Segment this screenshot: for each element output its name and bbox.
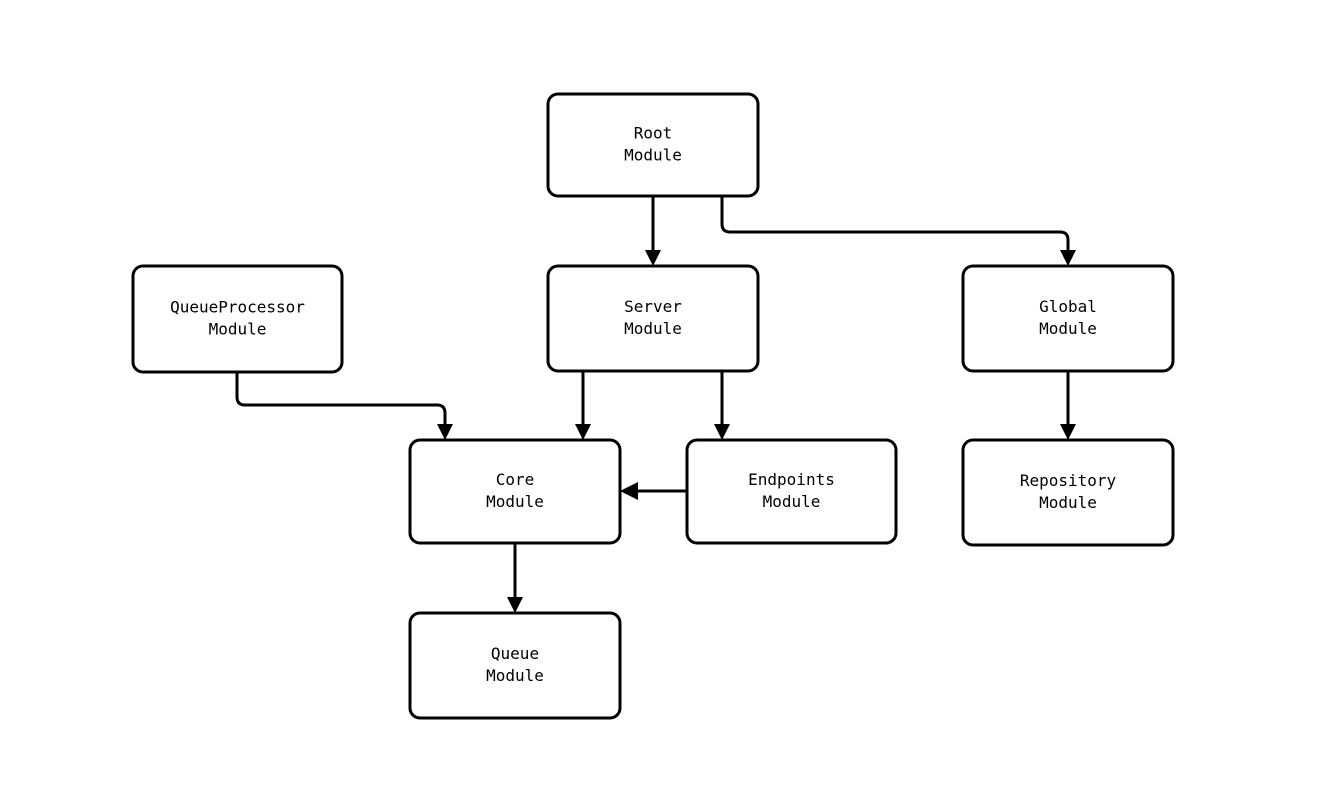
server-module-box[interactable] xyxy=(546,264,760,373)
core-module-label-line2: Module xyxy=(486,492,544,511)
endpoints-module-box[interactable] xyxy=(685,438,898,545)
edge-server-to-core-arrowhead xyxy=(575,424,591,440)
core-module-label-line1: Core xyxy=(496,470,535,489)
endpoints-module-label-line2: Module xyxy=(763,492,821,511)
root-module-box[interactable] xyxy=(546,92,760,198)
node-core-module[interactable]: Core Module xyxy=(408,438,622,545)
edge-global-to-repository-arrowhead xyxy=(1060,424,1076,440)
node-root-module[interactable]: Root Module xyxy=(546,92,760,198)
edge-server-to-core xyxy=(575,371,591,440)
edge-endpoints-to-core xyxy=(620,482,687,500)
queueprocessor-module-box[interactable] xyxy=(131,264,344,374)
node-endpoints-module[interactable]: Endpoints Module xyxy=(685,438,898,545)
node-server-module[interactable]: Server Module xyxy=(546,264,760,373)
server-module-label-line1: Server xyxy=(624,297,682,316)
nodes-layer: Root Module QueueProcessor Module Server… xyxy=(131,92,1175,720)
repository-module-label-line2: Module xyxy=(1039,493,1097,512)
server-module-label-line2: Module xyxy=(624,319,682,338)
edge-root-to-server-arrowhead xyxy=(645,250,661,266)
root-module-label-line1: Root xyxy=(634,124,673,143)
endpoints-module-label-line1: Endpoints xyxy=(748,470,835,489)
node-queueprocessor-module[interactable]: QueueProcessor Module xyxy=(131,264,344,374)
node-global-module[interactable]: Global Module xyxy=(961,264,1175,373)
edge-core-to-queue xyxy=(507,543,523,613)
edge-queueprocessor-to-core xyxy=(235,372,453,440)
queue-module-label-line1: Queue xyxy=(491,644,539,663)
edge-endpoints-to-core-arrowhead xyxy=(620,482,638,500)
queue-module-label-line2: Module xyxy=(486,666,544,685)
edge-queueprocessor-to-core-arrowhead xyxy=(437,424,453,440)
edge-root-to-global xyxy=(720,196,1076,266)
queueprocessor-module-label-line1: QueueProcessor xyxy=(170,298,305,317)
repository-module-box[interactable] xyxy=(961,438,1175,547)
node-queue-module[interactable]: Queue Module xyxy=(408,611,622,720)
core-module-box[interactable] xyxy=(408,438,622,545)
global-module-box[interactable] xyxy=(961,264,1175,373)
edge-root-to-global-line xyxy=(720,196,1070,252)
root-module-label-line2: Module xyxy=(624,146,682,165)
queueprocessor-module-label-line2: Module xyxy=(209,320,267,339)
global-module-label-line1: Global xyxy=(1039,297,1097,316)
queue-module-box[interactable] xyxy=(408,611,622,720)
edge-global-to-repository xyxy=(1060,371,1076,440)
node-repository-module[interactable]: Repository Module xyxy=(961,438,1175,547)
edge-core-to-queue-arrowhead xyxy=(507,597,523,613)
global-module-label-line2: Module xyxy=(1039,319,1097,338)
edges-layer xyxy=(235,196,1076,613)
edge-server-to-endpoints xyxy=(714,371,730,440)
edge-root-to-server xyxy=(645,196,661,266)
edge-server-to-endpoints-arrowhead xyxy=(714,424,730,440)
repository-module-label-line1: Repository xyxy=(1020,471,1117,490)
edge-root-to-global-arrowhead xyxy=(1060,250,1076,266)
edge-queueprocessor-to-core-line xyxy=(235,372,447,426)
